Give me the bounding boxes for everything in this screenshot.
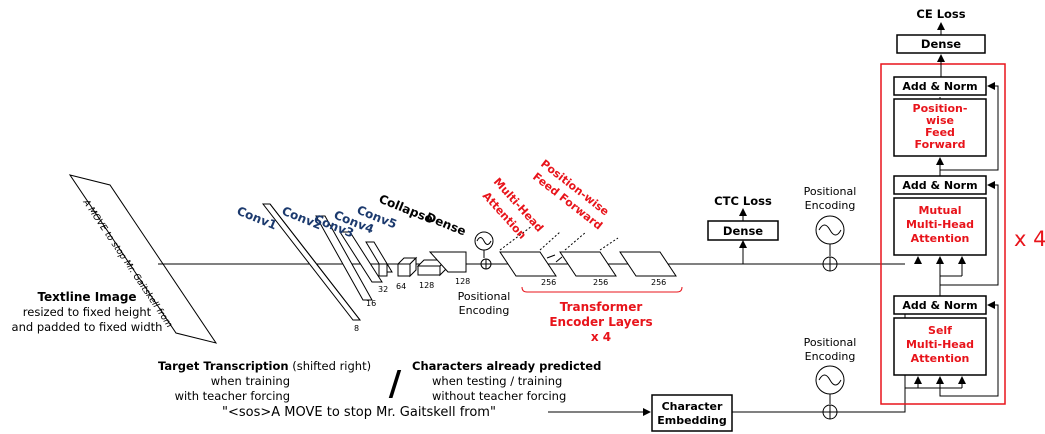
ff-label-1: Position- — [913, 102, 968, 115]
mutual-label-3: Attention — [911, 232, 970, 245]
ce-loss-label: CE Loss — [916, 7, 965, 21]
addnorm-1-label: Add & Norm — [902, 80, 977, 93]
predicted-title: Characters already predicted — [412, 359, 601, 373]
self-label-1: Self — [928, 324, 952, 337]
target-title-line: Target Transcription (shifted right) — [158, 359, 371, 373]
dim-128-a: 128 — [419, 281, 434, 290]
decoder-stack-border — [880, 63, 1006, 405]
char-embedding-label-1: Character — [662, 400, 723, 413]
encoder-pe-label-1: Positional — [458, 290, 511, 303]
predicted-line-2: when testing / training — [432, 374, 562, 388]
pe-top-label-1: Positional — [804, 185, 857, 198]
dim-256-b: 256 — [593, 278, 608, 287]
addnorm-1-box — [893, 76, 987, 96]
pe-top-label-2: Encoding — [805, 199, 856, 212]
addnorm-3-label: Add & Norm — [902, 299, 977, 312]
decoder-dense-box — [896, 34, 986, 54]
dim-32: 32 — [378, 285, 388, 294]
target-sequence: "<sos>A MOVE to stop Mr. Gaitskell from" — [222, 405, 496, 420]
char-embedding-label-2: Embedding — [657, 414, 727, 427]
predicted-line-3: without teacher forcing — [432, 389, 566, 403]
pe-bottom-label-2: Encoding — [805, 350, 856, 363]
mutual-label-2: Multi-Head — [906, 218, 974, 231]
conv-stack — [261, 203, 467, 321]
ff-label-3: Feed — [925, 126, 955, 139]
slash-separator: / — [389, 364, 402, 404]
target-shift: (shifted right) — [289, 359, 372, 373]
feed-forward-box — [893, 98, 987, 157]
target-line-2: when training — [211, 374, 290, 388]
input-desc-1: resized to fixed height — [23, 305, 152, 319]
ctc-loss-label: CTC Loss — [714, 194, 772, 208]
input-desc-2: and padded to fixed width — [12, 320, 163, 334]
cnn-dense-label: Dense — [424, 210, 468, 239]
addnorm-2-label: Add & Norm — [902, 179, 977, 192]
ff-label-4: Forward — [915, 138, 966, 151]
decoder-dense-label: Dense — [921, 37, 961, 51]
encoder-layers-label-1: Transformer — [560, 300, 643, 314]
target-title: Target Transcription — [158, 359, 289, 373]
decoder-x4-label: x 4 — [1014, 227, 1045, 251]
input-title: Textline Image — [37, 290, 136, 304]
encoder-layers-label-2: Encoder Layers — [549, 315, 652, 329]
pe-bottom-label-1: Positional — [804, 336, 857, 349]
encoder-layers — [499, 225, 677, 277]
mutual-attention-box — [893, 197, 987, 256]
mutual-label-1: Mutual — [918, 204, 961, 217]
ff-label-2: wise — [926, 114, 954, 127]
dim-64: 64 — [396, 282, 406, 291]
char-embedding-box — [651, 394, 733, 432]
addnorm-3-box — [893, 295, 987, 315]
self-label-3: Attention — [911, 352, 970, 365]
self-attention-box — [893, 317, 987, 376]
dim-256-a: 256 — [541, 278, 556, 287]
dim-16: 16 — [366, 299, 376, 308]
encoder-pe-label-2: Encoding — [459, 304, 510, 317]
dim-128-b: 128 — [455, 277, 470, 286]
self-label-2: Multi-Head — [906, 338, 974, 351]
dim-8: 8 — [354, 324, 359, 333]
dim-256-c: 256 — [651, 278, 666, 287]
encoder-layers-label-3: x 4 — [591, 330, 611, 344]
target-line-3: with teacher forcing — [175, 389, 290, 403]
ctc-dense-label: Dense — [723, 224, 763, 238]
